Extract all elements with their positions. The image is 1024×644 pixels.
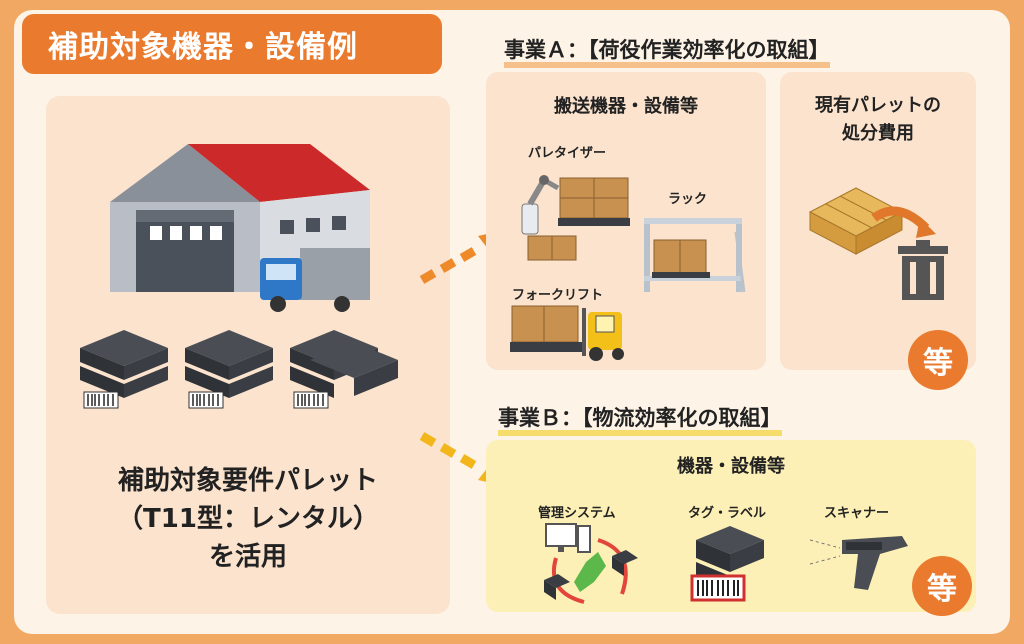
project-b-heading-text: 事業Ｂ：【物流効率化の取組】 <box>498 406 782 430</box>
trash-can-icon <box>871 206 948 300</box>
caption-line: （T11型：レンタル） <box>117 504 379 534</box>
tag-label-icon <box>690 526 764 602</box>
disposal-title-line: 処分費用 <box>842 123 914 144</box>
pallet-stack-icon <box>80 330 168 409</box>
etc-badge-a: 等 <box>908 330 968 390</box>
rack-label: ラック <box>668 192 708 207</box>
heading-underline <box>498 430 782 436</box>
scanner-icon <box>809 536 908 590</box>
heading-underline <box>504 62 830 68</box>
caption-line: 補助対象要件パレット <box>117 466 378 496</box>
scanner-label: スキャナー <box>824 506 890 521</box>
project-a-heading-text: 事業Ａ：【荷役作業効率化の取組】 <box>504 38 830 62</box>
warehouse-icon <box>110 144 370 312</box>
left-caption: 補助対象要件パレット （T11型：レンタル） を活用 <box>46 462 450 576</box>
pallet-stack-icon <box>185 330 273 409</box>
caption-line: を活用 <box>208 542 287 572</box>
project-a-heading: 事業Ａ：【荷役作業効率化の取組】 <box>504 34 830 68</box>
page-title: 補助対象機器・設備例 <box>22 14 442 74</box>
transport-equipment-title: 搬送機器・設備等 <box>554 96 698 117</box>
management-system-icon <box>544 523 638 604</box>
forklift-icon <box>510 305 624 361</box>
disposal-title: 現有パレットの 処分費用 <box>780 92 976 148</box>
forklift-label: フォークリフト <box>512 288 604 303</box>
rack-icon <box>644 218 746 293</box>
equipment-title-b: 機器・設備等 <box>677 456 785 477</box>
palletizer-label: パレタイザー <box>528 146 607 161</box>
tag-label-label: タグ・ラベル <box>688 506 767 521</box>
palletizer-icon <box>521 175 630 261</box>
pallet-stack-icon <box>290 330 398 409</box>
etc-badge-b: 等 <box>912 556 972 616</box>
disposal-title-line: 現有パレットの <box>815 95 941 116</box>
project-b-heading: 事業Ｂ：【物流効率化の取組】 <box>498 402 782 436</box>
management-system-label: 管理システム <box>538 506 616 521</box>
